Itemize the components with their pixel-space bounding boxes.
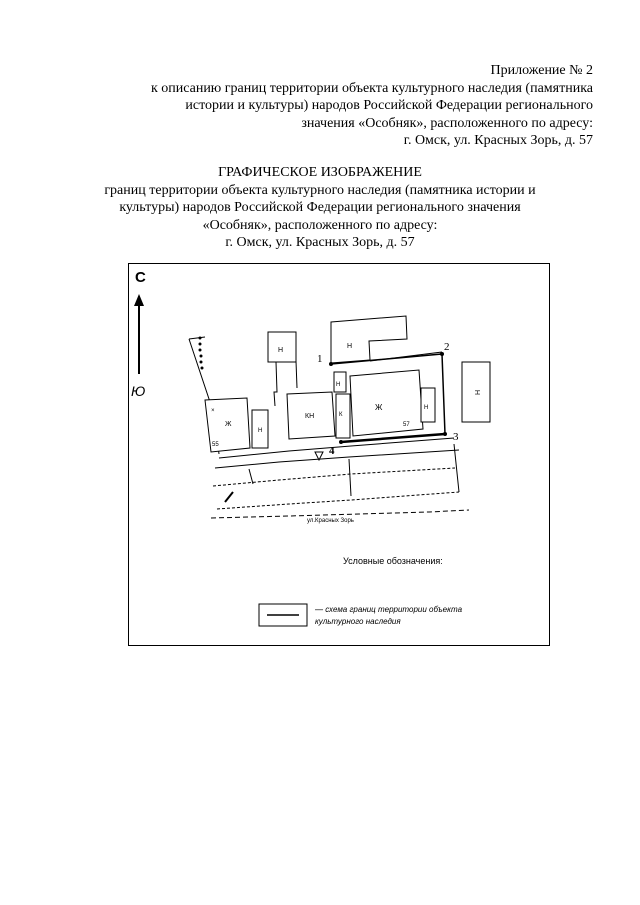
point-3-label: 3 [453, 431, 459, 443]
appendix-header: Приложение № 2 к описанию границ террито… [73, 62, 593, 150]
fence-dots [198, 336, 204, 370]
appendix-text-line: значения «Особняк», расположенного по ад… [301, 115, 593, 131]
heading-line: «Особняк», расположенного по адресу: [202, 217, 438, 233]
document-heading: ГРАФИЧЕСКОЕ ИЗОБРАЖЕНИЕ границ территори… [100, 164, 540, 252]
compass: С Ю [131, 269, 146, 399]
boundary-points: 1 2 3 4 [317, 341, 459, 457]
legend-title: Условные обозначения: [343, 556, 443, 566]
svg-text:Ж: Ж [225, 421, 232, 428]
building-n-right [461, 361, 491, 423]
document-title: ГРАФИЧЕСКОЕ ИЗОБРАЖЕНИЕ [218, 165, 422, 180]
building-kn-monument [286, 391, 336, 440]
point-1-label: 1 [317, 353, 323, 365]
building-n-top-center [330, 315, 408, 364]
building-k [335, 393, 351, 439]
svg-text:Н: Н [258, 428, 262, 434]
svg-text:×: × [211, 408, 215, 414]
heading-address: г. Омск, ул. Красных Зорь, д. 57 [225, 235, 415, 250]
building-n-small [333, 371, 347, 393]
appendix-address: г. Омск, ул. Красных Зорь, д. 57 [403, 133, 593, 148]
appendix-text-line: к описанию границ территории объекта кул… [150, 80, 593, 96]
map-legend: Условные обозначения: — схема границ тер… [258, 556, 463, 627]
legend-text: культурного наследия [315, 617, 401, 626]
legend-text: — схема границ территории объекта [314, 605, 463, 614]
building-n-top-left [267, 331, 297, 363]
svg-text:Н: Н [347, 343, 352, 350]
svg-text:Н: Н [278, 347, 283, 354]
svg-text:Н: Н [424, 405, 428, 411]
heading-line: культуры) народов Российской Федерации р… [119, 200, 521, 215]
building-zh-main [349, 369, 424, 437]
site-plan-drawing: С Ю Н Н Н Н К Ж [131, 269, 491, 627]
boundary-line-south [340, 432, 446, 444]
site-plan-map: С Ю Н Н Н Н К Ж [128, 263, 550, 646]
tree-icon [314, 451, 324, 462]
compass-north-label: С [135, 269, 146, 286]
appendix-text-line: истории и культуры) народов Российской Ф… [185, 98, 593, 113]
point-4-label: 4 [329, 445, 335, 457]
north-arrow-icon [134, 294, 144, 306]
point-2-label: 2 [444, 341, 450, 353]
building-zh-left [204, 397, 251, 453]
svg-text:К: К [339, 412, 343, 418]
heading-line: границ территории объекта культурного на… [104, 182, 536, 198]
svg-text:57: 57 [403, 422, 410, 428]
svg-text:КН: КН [305, 413, 314, 420]
appendix-number: Приложение № 2 [490, 63, 594, 78]
street-lines [210, 437, 470, 519]
street-name: ул.Красных Зорь [307, 518, 354, 524]
svg-text:55: 55 [212, 442, 219, 448]
building-n-left [251, 409, 269, 449]
compass-south-label: Ю [131, 383, 145, 399]
svg-text:Н: Н [475, 390, 482, 395]
svg-text:Н: Н [336, 382, 340, 388]
svg-text:Ж: Ж [375, 403, 383, 412]
building-n-east [420, 387, 436, 423]
road-sign-icon [224, 491, 234, 503]
